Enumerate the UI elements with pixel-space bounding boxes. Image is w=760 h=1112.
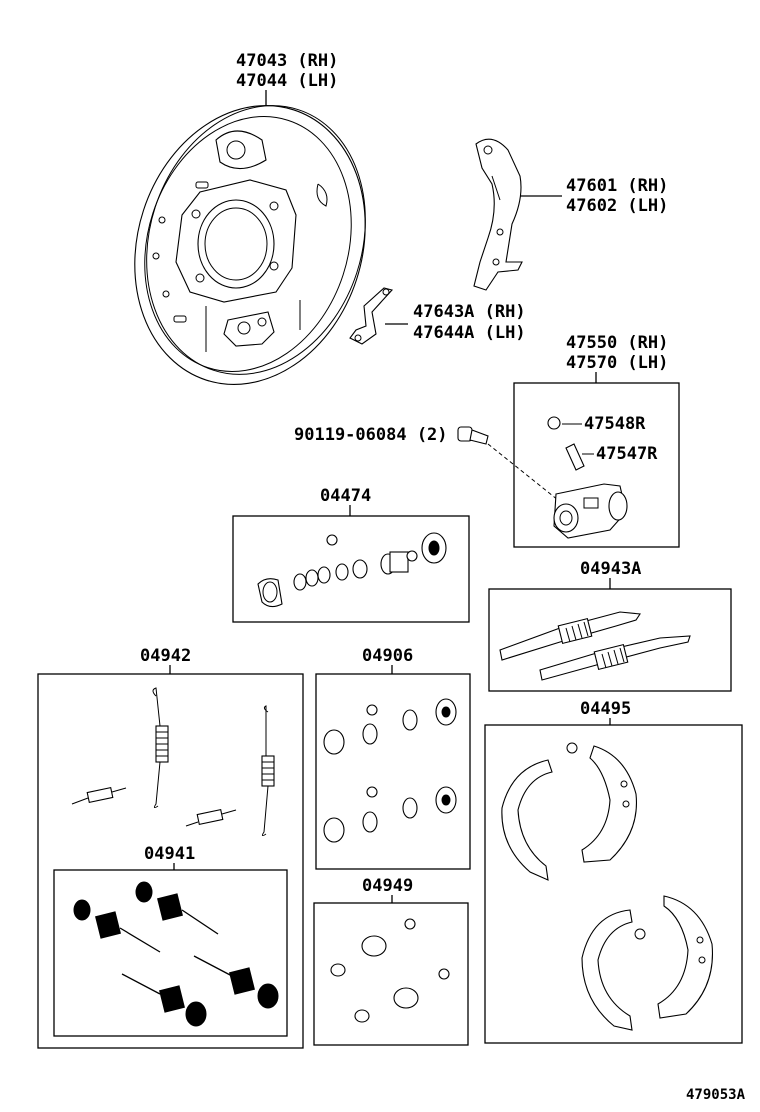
adjuster-kit-drawing	[499, 611, 691, 681]
label-adjuster-kit[interactable]: 04943A	[580, 559, 641, 579]
label-wheel-cylinder-lh[interactable]: 47570 (LH)	[566, 353, 668, 373]
cylinder-kit-drawing	[257, 532, 447, 608]
box-cup-kit	[315, 673, 471, 870]
label-bleeder[interactable]: 47547R	[596, 444, 658, 464]
box-wheel-cylinder	[513, 382, 680, 548]
label-cup-kit[interactable]: 04906	[362, 646, 413, 666]
hold-down-kit-drawing	[73, 881, 279, 1027]
figure-code: 479053A	[686, 1087, 746, 1103]
label-backing-plate-rh[interactable]: 47043 (RH)	[236, 51, 338, 71]
label-cylinder-kit[interactable]: 04474	[320, 486, 371, 506]
adjusting-lever-drawing	[473, 138, 523, 291]
cup-kit-drawing	[323, 698, 457, 843]
box-adjuster-kit	[488, 588, 732, 692]
label-spring-kit[interactable]: 04942	[140, 646, 191, 666]
box-cylinder-kit	[232, 515, 470, 623]
bracket-drawing	[349, 287, 394, 345]
label-backing-plate-lh[interactable]: 47044 (LH)	[236, 71, 338, 91]
label-bolt[interactable]: 90119-06084 (2)	[294, 425, 448, 445]
label-bracket-rh[interactable]: 47643A (RH)	[413, 302, 526, 322]
label-bracket-lh[interactable]: 47644A (LH)	[413, 323, 526, 343]
box-shoe-set	[484, 724, 743, 1044]
boot-kit-drawing	[330, 918, 450, 1023]
label-hold-down-kit[interactable]: 04941	[144, 844, 195, 864]
spring-kit-drawing	[71, 687, 275, 837]
label-lever-lh[interactable]: 47602 (LH)	[566, 196, 668, 216]
label-shoe-set[interactable]: 04495	[580, 699, 631, 719]
backing-plate-drawing	[134, 105, 366, 385]
bolt-drawing	[457, 426, 559, 501]
shoe-set-drawing	[501, 742, 714, 1031]
wheel-cylinder-drawing	[547, 416, 628, 539]
box-hold-down-kit	[53, 869, 288, 1037]
label-boot-kit[interactable]: 04949	[362, 876, 413, 896]
box-spring-kit	[37, 673, 304, 1049]
label-cap[interactable]: 47548R	[584, 414, 646, 434]
label-lever-rh[interactable]: 47601 (RH)	[566, 176, 668, 196]
label-wheel-cylinder-rh[interactable]: 47550 (RH)	[566, 333, 668, 353]
box-boot-kit	[313, 902, 469, 1046]
